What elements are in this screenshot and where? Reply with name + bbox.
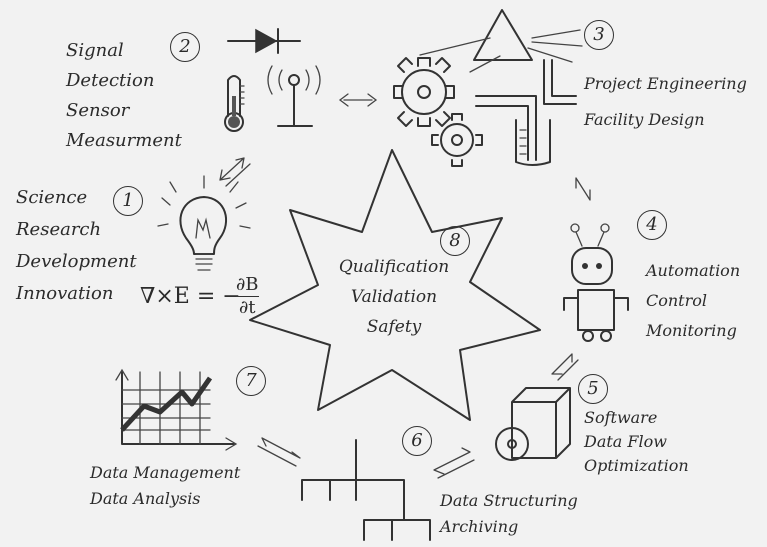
- step-number-4: 4: [637, 210, 667, 240]
- label-line: Sensor: [66, 96, 182, 126]
- label-line: Optimization: [584, 454, 689, 478]
- label-line: Signal: [66, 36, 182, 66]
- maxwell-formula: ∇×E = −: [140, 284, 241, 309]
- step-number-5: 5: [578, 374, 608, 404]
- formula-eq: = −: [197, 284, 241, 309]
- label-line: Qualification: [332, 252, 456, 282]
- label-software: Software Data Flow Optimization: [584, 406, 689, 478]
- label-line: Archiving: [440, 514, 578, 540]
- label-line: Software: [584, 406, 689, 430]
- label-line: Measurment: [66, 126, 182, 156]
- label-line: Science: [16, 182, 137, 214]
- label-line: Control: [646, 286, 740, 316]
- label-line: Validation: [332, 282, 456, 312]
- thermometer-icon: [225, 76, 244, 131]
- robot-icon: [564, 224, 628, 341]
- diode-icon: [228, 29, 300, 53]
- light-bulb-icon: [158, 176, 250, 270]
- label-line: Data Flow: [584, 430, 689, 454]
- antenna-icon: [268, 66, 320, 126]
- formula-numerator: ∂B: [236, 274, 259, 297]
- label-science: Science Research Development Innovation: [16, 182, 137, 310]
- line-chart-icon: [116, 370, 236, 450]
- label-line: Automation: [646, 256, 740, 286]
- label-engineering: Project Engineering Facility Design: [584, 66, 747, 138]
- formula-denominator: ∂t: [236, 297, 259, 319]
- label-line: Research: [16, 214, 137, 246]
- label-signal: Signal Detection Sensor Measurment: [66, 36, 182, 156]
- label-qualification: Qualification Validation Safety: [332, 252, 456, 342]
- label-line: Safety: [332, 312, 456, 342]
- step-number-6: 6: [402, 426, 432, 456]
- disk-drive-icon: [496, 388, 570, 460]
- label-line: Detection: [66, 66, 182, 96]
- label-data-management: Data Management Data Analysis: [90, 460, 240, 512]
- label-line: Data Analysis: [90, 486, 240, 512]
- step-number-7: 7: [236, 366, 266, 396]
- label-line: Data Management: [90, 460, 240, 486]
- pipes-icon: [476, 60, 576, 165]
- prism-icon: [420, 10, 582, 72]
- label-line: Innovation: [16, 278, 137, 310]
- label-line: Data Structuring: [440, 488, 578, 514]
- label-automation: Automation Control Monitoring: [646, 256, 740, 346]
- gears-icon: [394, 58, 482, 166]
- formula-fraction: ∂B ∂t: [236, 274, 259, 319]
- step-number-3: 3: [584, 20, 614, 50]
- label-structuring: Data Structuring Archiving: [440, 488, 578, 540]
- formula-lhs: ∇×E: [140, 284, 190, 309]
- label-line: Facility Design: [584, 102, 747, 138]
- label-line: Monitoring: [646, 316, 740, 346]
- label-line: Development: [16, 246, 137, 278]
- label-line: Project Engineering: [584, 66, 747, 102]
